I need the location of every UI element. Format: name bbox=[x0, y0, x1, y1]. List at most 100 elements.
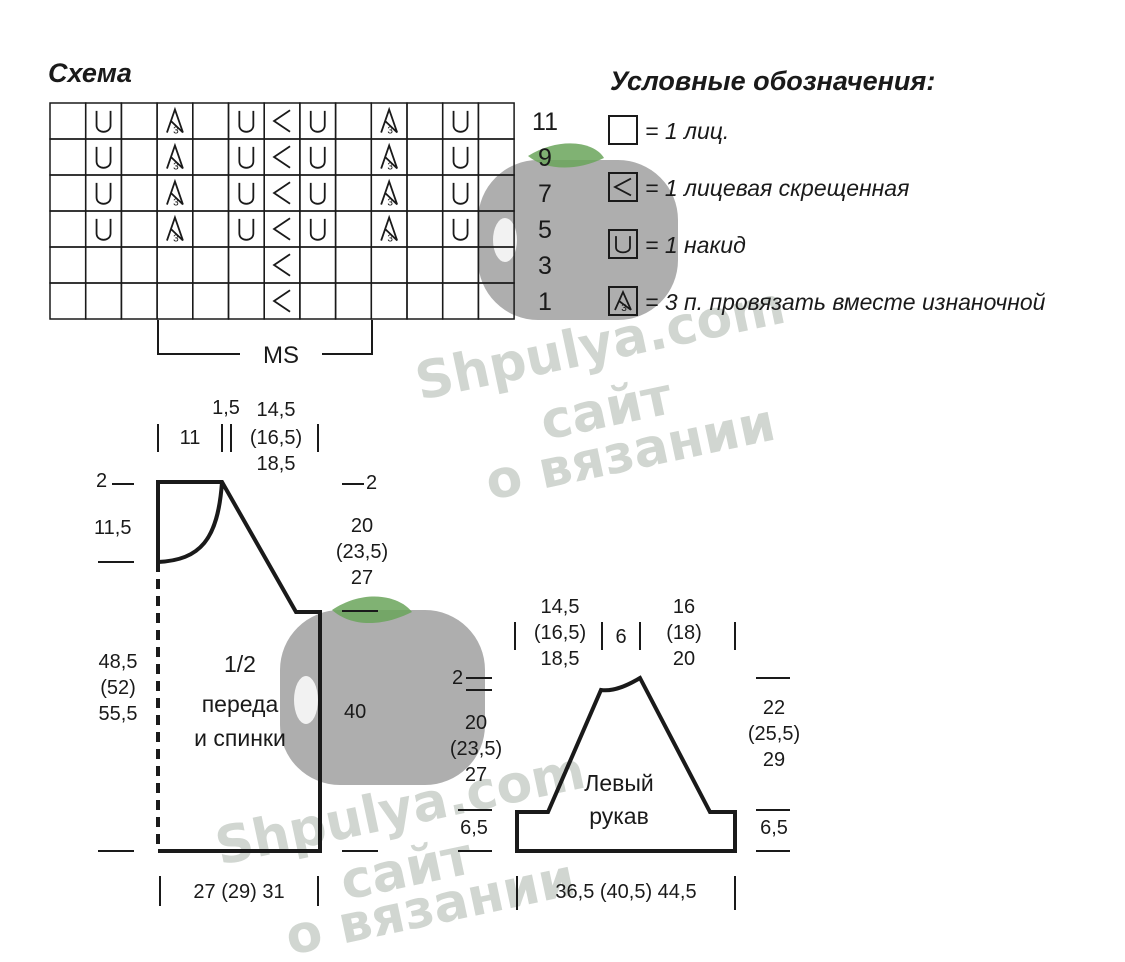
purl-three-together-digit: 3 bbox=[387, 198, 393, 209]
sleeve-top-left-dim-2: (16,5) bbox=[534, 622, 586, 644]
chart-cell: 3 bbox=[156, 138, 194, 176]
length-dim-1: 48,5 bbox=[99, 651, 138, 673]
chart-cell bbox=[406, 210, 444, 248]
chart-cell bbox=[299, 102, 337, 140]
chart-cell: 3 bbox=[370, 210, 408, 248]
chart-cell bbox=[227, 282, 265, 320]
twisted-knit-symbol bbox=[272, 109, 291, 133]
purl-three-together-digit: 3 bbox=[173, 234, 179, 245]
chart-cell bbox=[334, 138, 373, 176]
yarn-over-symbol bbox=[309, 182, 326, 205]
yarn-over-symbol bbox=[238, 218, 255, 241]
chart-cell bbox=[49, 282, 87, 320]
chart-cell bbox=[477, 102, 515, 140]
purl-three-together-symbol bbox=[166, 106, 184, 134]
side-length-dim: 40 bbox=[344, 701, 366, 723]
chart-cell bbox=[441, 102, 480, 140]
neckline-curve bbox=[157, 481, 224, 564]
yarn-over-symbol bbox=[309, 218, 326, 241]
sleeve-left-height-dim-1: 20 bbox=[465, 712, 487, 734]
body-label-line2: переда bbox=[202, 691, 279, 717]
purl-three-together-digit: 3 bbox=[387, 162, 393, 173]
chart-cell bbox=[334, 282, 373, 320]
repeat-label: MS bbox=[263, 342, 299, 369]
chart-cell bbox=[299, 210, 337, 248]
twisted-knit-symbol bbox=[272, 181, 291, 205]
legend-list: = 1 лиц.= 1 лицевая скрещенная= 1 накид3… bbox=[608, 115, 1046, 316]
chart-cell bbox=[120, 246, 158, 284]
chart-cell bbox=[192, 210, 230, 248]
chart-cell bbox=[84, 282, 123, 320]
chart-cell bbox=[370, 246, 408, 284]
length-dim-3: 55,5 bbox=[99, 703, 138, 725]
left-top-dim: 2 bbox=[96, 470, 107, 492]
bottom-dim-ticks bbox=[159, 876, 319, 906]
purl-three-together-symbol bbox=[166, 214, 184, 242]
chart-cell bbox=[299, 138, 337, 176]
yarn-over-symbol bbox=[95, 182, 112, 205]
purl-three-together-symbol bbox=[614, 289, 632, 311]
yarn-over-symbol bbox=[95, 218, 112, 241]
neck-offset-dim: 1,5 bbox=[212, 397, 240, 419]
sleeve-right-height-dim-2: (25,5) bbox=[748, 723, 800, 745]
legend-symbol-box bbox=[608, 115, 638, 145]
chart-cell bbox=[49, 138, 87, 176]
chart-cell bbox=[192, 174, 230, 212]
chart-cell bbox=[334, 210, 373, 248]
sleeve-top-right-dim-2: (18) bbox=[666, 622, 702, 644]
repeat-bracket: MS bbox=[157, 320, 373, 369]
chart-cell bbox=[84, 138, 123, 176]
chart-cell bbox=[263, 246, 301, 284]
purl-three-together-digit: 3 bbox=[173, 126, 179, 137]
chart-cell bbox=[156, 282, 194, 320]
legend-symbol-box bbox=[608, 229, 638, 259]
chart-cell bbox=[299, 282, 337, 320]
scheme-title: Схема bbox=[48, 58, 132, 88]
chart-cell bbox=[441, 246, 480, 284]
purl-three-together-symbol bbox=[380, 214, 399, 242]
chart-cell bbox=[334, 102, 373, 140]
chart-cell bbox=[49, 174, 87, 212]
chart-cell bbox=[49, 246, 87, 284]
chart-cell bbox=[49, 210, 87, 248]
yarn-over-symbol bbox=[309, 110, 326, 133]
legend-item-text: = 3 п. провязать вместе изнаночной bbox=[645, 289, 1046, 315]
yarn-over-symbol bbox=[615, 236, 631, 254]
sleeve-left-top-dim: 2 bbox=[452, 667, 463, 689]
chart-cell bbox=[406, 174, 444, 212]
sleeve-left-cuff-dim: 6,5 bbox=[460, 817, 488, 839]
legend-item: = 1 лиц. bbox=[608, 115, 729, 145]
shoulder-dim-3: 18,5 bbox=[257, 453, 296, 475]
sleeve-left-height-dim-3: 27 bbox=[465, 764, 487, 786]
body-label-line3: и спинки bbox=[194, 725, 286, 751]
yarn-over-symbol bbox=[452, 110, 469, 133]
purl-three-together-symbol bbox=[166, 142, 184, 170]
yarn-over-symbol bbox=[309, 146, 326, 169]
sleeve-label-line1: Левый bbox=[584, 770, 653, 796]
chart-cell bbox=[406, 246, 444, 284]
sleeve-right-height-dim-1: 22 bbox=[763, 697, 785, 719]
chart-cell bbox=[334, 174, 373, 212]
sleeve-top-dim-ticks bbox=[514, 622, 736, 650]
body-label-line1: 1/2 bbox=[224, 651, 256, 677]
twisted-knit-symbol bbox=[272, 253, 291, 277]
body-outline bbox=[156, 480, 322, 853]
sleeve-top-left-dim-1: 14,5 bbox=[541, 596, 580, 618]
legend-item-text: = 1 накид bbox=[645, 232, 746, 258]
chart-cell bbox=[120, 102, 158, 140]
chart-cell bbox=[441, 282, 480, 320]
chart-cell bbox=[441, 210, 480, 248]
chart-cell bbox=[263, 138, 301, 176]
purl-three-together-symbol bbox=[380, 142, 399, 170]
armhole-dim-2: (23,5) bbox=[336, 541, 388, 563]
chart-cell bbox=[299, 246, 337, 284]
chart-cell bbox=[156, 246, 194, 284]
purl-three-together-digit: 3 bbox=[387, 126, 393, 137]
chart-cell bbox=[441, 174, 480, 212]
chart-cell bbox=[299, 174, 337, 212]
chart-cell: 3 bbox=[370, 174, 408, 212]
purl-three-together-symbol bbox=[380, 106, 399, 134]
sleeve-right-height-dim-3: 29 bbox=[763, 749, 785, 771]
